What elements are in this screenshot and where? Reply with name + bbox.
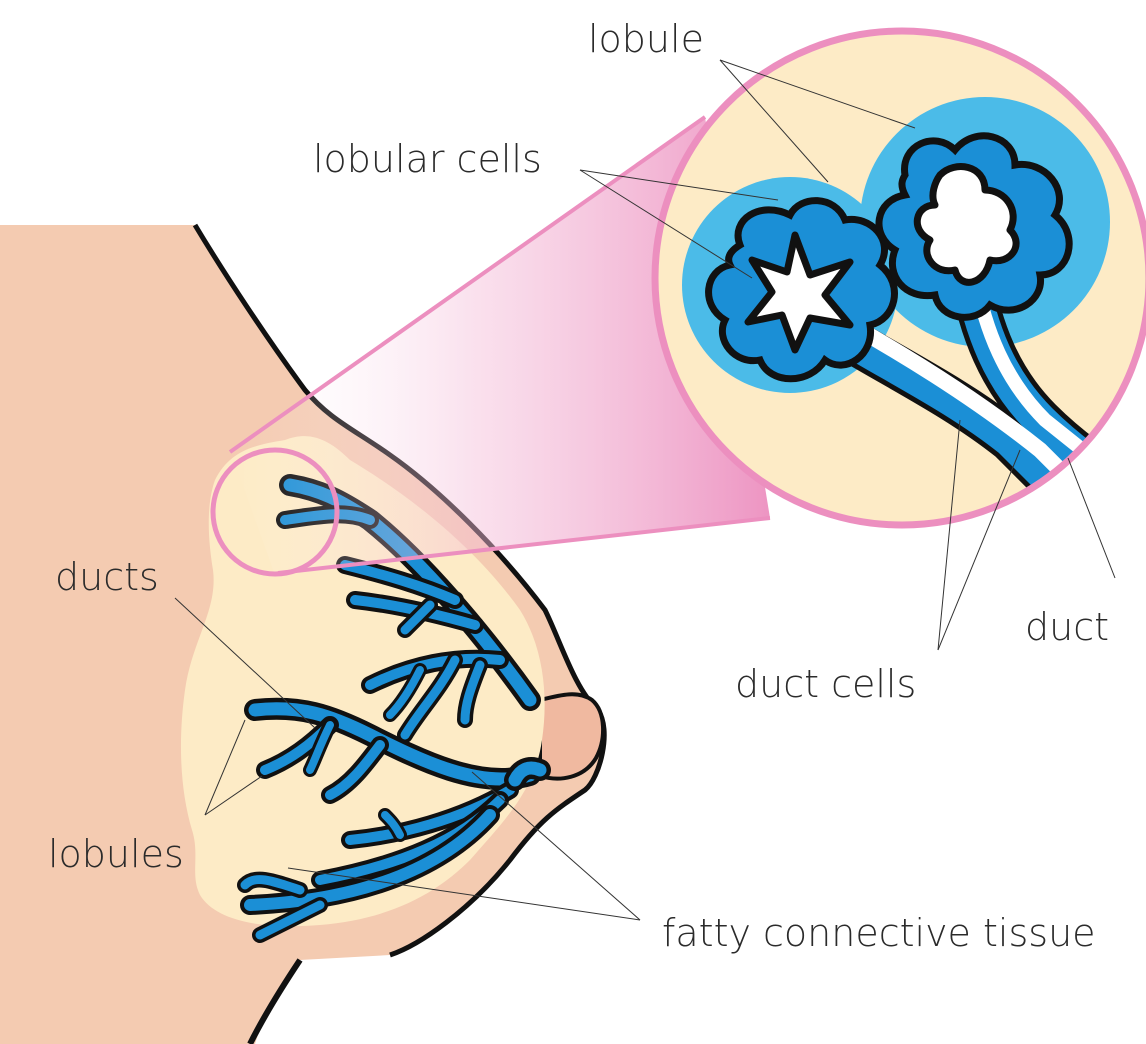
label-ducts: ducts (55, 555, 159, 599)
label-lobular-cells: lobular cells (313, 137, 542, 181)
label-lobule: lobule (588, 17, 704, 61)
label-duct: duct (1025, 605, 1109, 649)
label-lobules: lobules (48, 832, 184, 876)
label-fatty-connective-tissue: fatty connective tissue (662, 911, 1096, 955)
magnified-lobule-view (655, 31, 1146, 530)
label-duct-cells: duct cells (735, 662, 916, 706)
